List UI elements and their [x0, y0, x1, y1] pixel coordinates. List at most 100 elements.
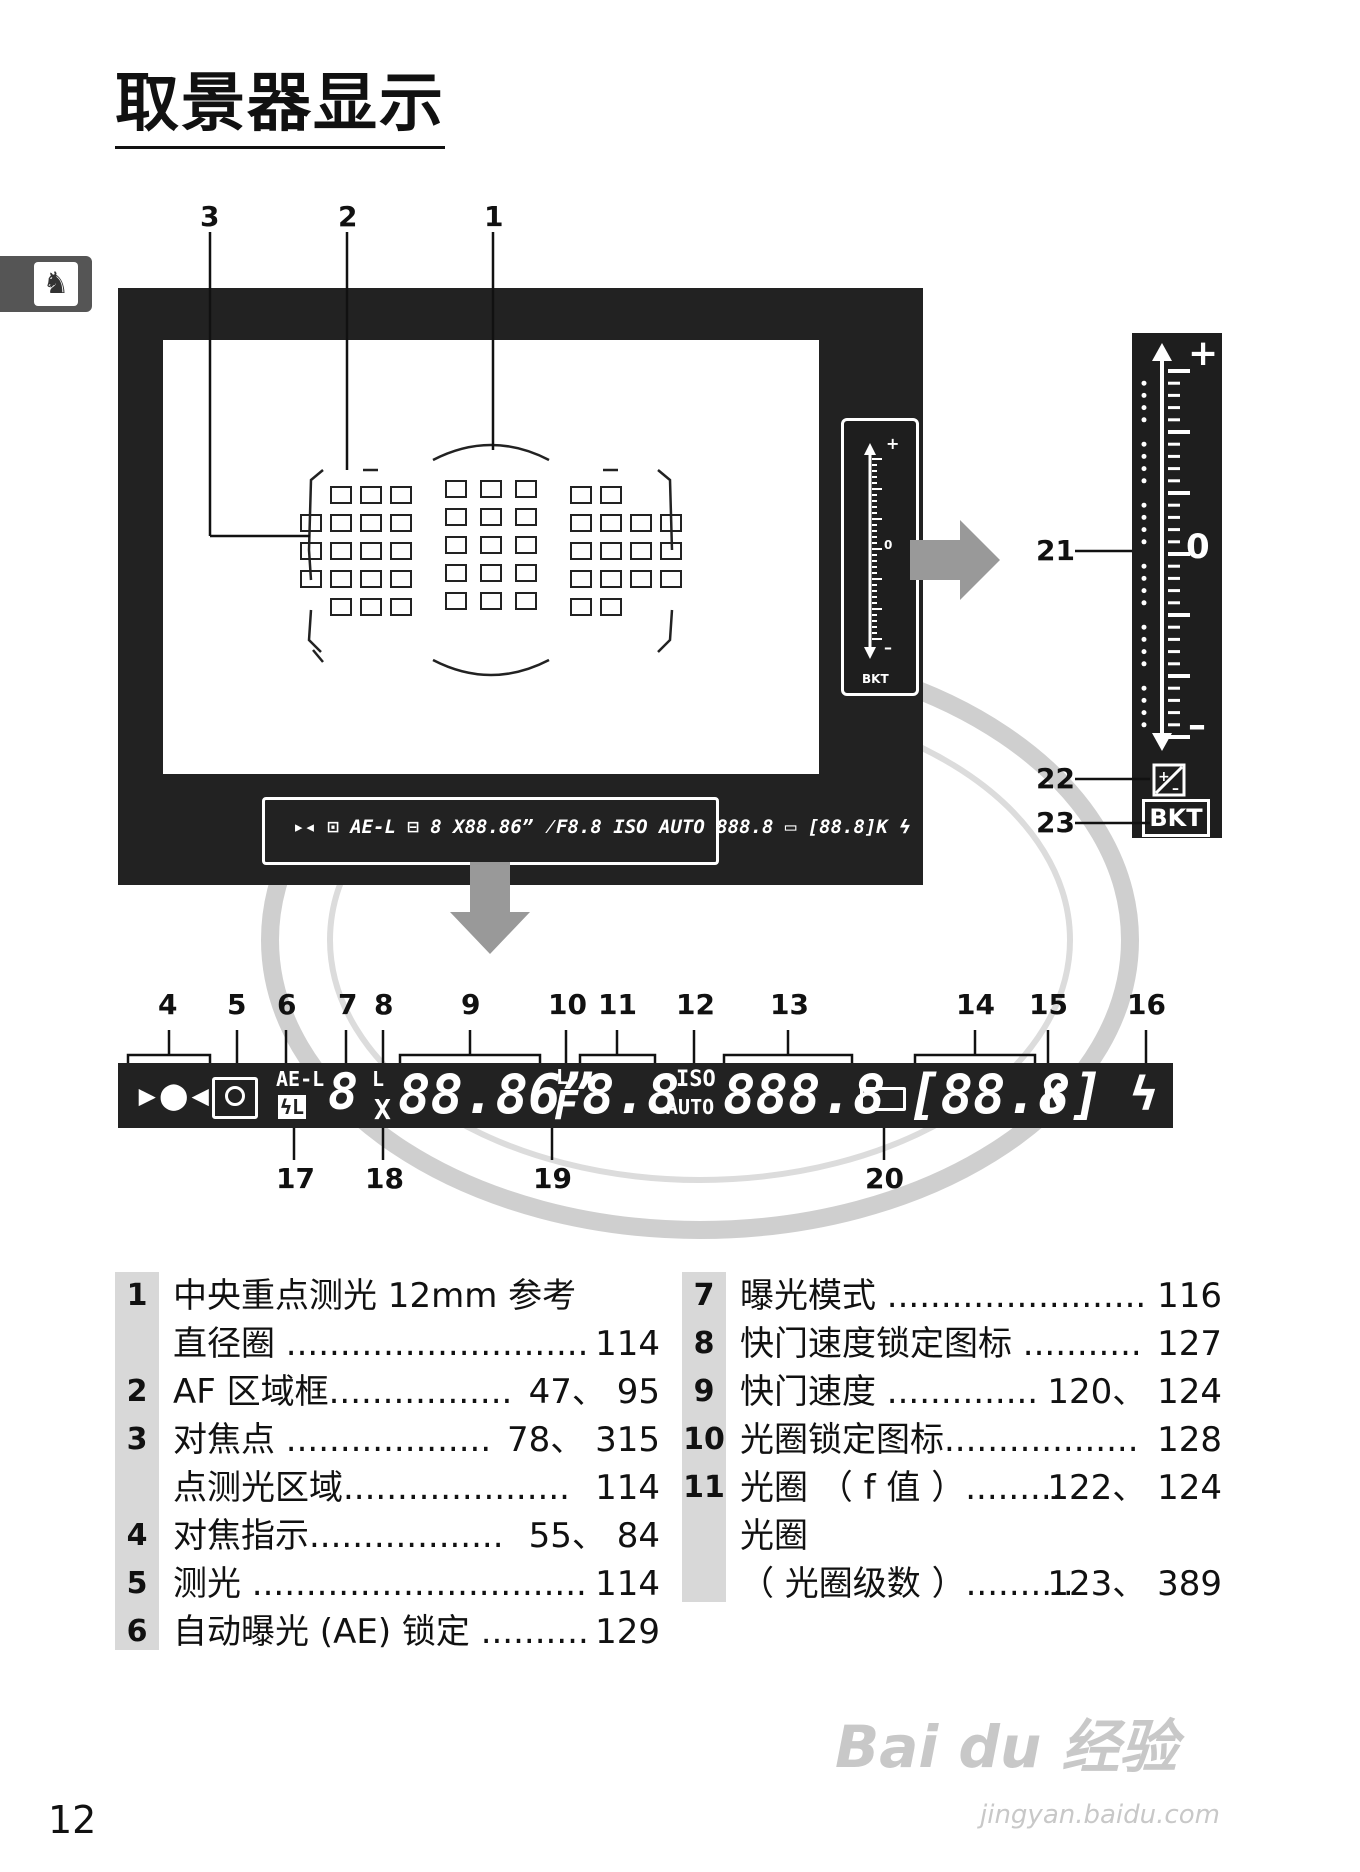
- list-item-page: 114: [595, 1564, 660, 1604]
- metering-icon: [212, 1077, 258, 1119]
- scale-minus-label: –: [1188, 705, 1206, 746]
- scale-dot: [1141, 685, 1147, 691]
- svg-text:+: +: [886, 434, 899, 453]
- callout-15: 15: [1029, 988, 1068, 1021]
- af-point: [300, 570, 322, 588]
- af-point: [360, 570, 382, 588]
- af-point: [660, 570, 682, 588]
- callout-20: 20: [865, 1162, 904, 1195]
- callout-6: 6: [277, 988, 297, 1021]
- af-point: [570, 486, 592, 504]
- callout-10: 10: [548, 988, 587, 1021]
- watermark-url: jingyan.baidu.com: [980, 1800, 1220, 1830]
- af-point: [445, 508, 467, 526]
- scale-dot: [1141, 453, 1147, 459]
- af-point: [515, 536, 537, 554]
- scale-dot: [1141, 502, 1147, 508]
- af-point: [515, 592, 537, 610]
- list-item-label: 光圈: [740, 1516, 808, 1556]
- scale-dot: [1141, 405, 1147, 411]
- scale-dot: [1141, 588, 1147, 594]
- af-point: [360, 542, 382, 560]
- callout-23: 23: [1036, 806, 1075, 839]
- scale-dot: [1141, 539, 1147, 545]
- thousands-indicator: K: [1043, 1077, 1064, 1117]
- callout-19: 19: [533, 1162, 572, 1195]
- list-item-number: 2: [126, 1374, 148, 1409]
- section-tab: ♞: [0, 256, 92, 312]
- iso-display: 888.8: [723, 1063, 886, 1126]
- list-item-page: 128: [1157, 1420, 1222, 1460]
- callout-11: 11: [598, 988, 637, 1021]
- callout-7: 7: [338, 988, 358, 1021]
- list-right-numcol: [682, 1272, 726, 1602]
- af-point: [330, 598, 352, 616]
- af-points-grid: [300, 480, 682, 638]
- list-item-number: 10: [683, 1422, 725, 1457]
- viewfinder-image-area: [163, 340, 819, 774]
- af-point: [390, 514, 412, 532]
- af-point: [390, 570, 412, 588]
- list-item-label: 自动曝光 (AE) 锁定 ..........: [173, 1612, 589, 1652]
- af-point: [480, 508, 502, 526]
- af-point: [630, 570, 652, 588]
- list-item-page: 114: [595, 1468, 660, 1508]
- callout-18: 18: [365, 1162, 404, 1195]
- af-point: [330, 486, 352, 504]
- scale-dot: [1141, 417, 1147, 423]
- exposure-mode-display: 8: [328, 1063, 359, 1121]
- aperture-stop-indicator: F: [554, 1083, 579, 1129]
- shutter-speed-display: 88.86”: [398, 1063, 594, 1126]
- af-point: [660, 514, 682, 532]
- af-point: [515, 480, 537, 498]
- callout-16: 16: [1127, 988, 1166, 1021]
- callout-22: 22: [1036, 762, 1075, 795]
- iso-auto-indicator: AUTO: [666, 1095, 715, 1119]
- callout-9: 9: [461, 988, 481, 1021]
- list-item-label: 对焦指示..................: [173, 1516, 504, 1556]
- frame-count-display: [88.8]: [908, 1063, 1104, 1126]
- af-point: [570, 598, 592, 616]
- af-point: [445, 480, 467, 498]
- list-item-page: 122、 124: [1047, 1468, 1222, 1508]
- list-item-number: 7: [693, 1278, 715, 1313]
- scale-dot: [1141, 600, 1147, 606]
- list-item-page: 123、 389: [1047, 1564, 1222, 1604]
- af-point: [570, 542, 592, 560]
- af-point: [600, 514, 622, 532]
- page-title: 取景器显示: [115, 66, 445, 149]
- scale-dot: [1141, 563, 1147, 569]
- af-point: [630, 542, 652, 560]
- list-item-number: 3: [126, 1422, 148, 1457]
- list-item-page: 127: [1157, 1324, 1222, 1364]
- af-point: [390, 542, 412, 560]
- svg-text:+: +: [1158, 769, 1170, 785]
- list-item-label: 中央重点测光 12mm 参考: [173, 1276, 577, 1316]
- callout-5: 5: [227, 988, 247, 1021]
- bkt-label: BKT: [1142, 799, 1210, 837]
- list-item-number: 11: [683, 1470, 725, 1505]
- list-item-number: 6: [126, 1614, 148, 1649]
- af-point: [515, 508, 537, 526]
- af-point: [360, 514, 382, 532]
- af-point: [630, 514, 652, 532]
- list-item-number: 4: [126, 1518, 148, 1553]
- af-point: [360, 486, 382, 504]
- arrow-down-icon: [450, 862, 530, 954]
- list-item-page: 114: [595, 1324, 660, 1364]
- list-item-page: 47、 95: [528, 1372, 660, 1412]
- callout-3: 3: [200, 200, 220, 233]
- list-item-label: 快门速度 ..............: [740, 1372, 1039, 1412]
- af-point: [600, 570, 622, 588]
- list-item-label: （ 光圈级数 ）..........: [740, 1564, 1074, 1604]
- af-point: [330, 514, 352, 532]
- aperture-display: 8.8: [582, 1063, 680, 1126]
- scale-dot: [1141, 514, 1147, 520]
